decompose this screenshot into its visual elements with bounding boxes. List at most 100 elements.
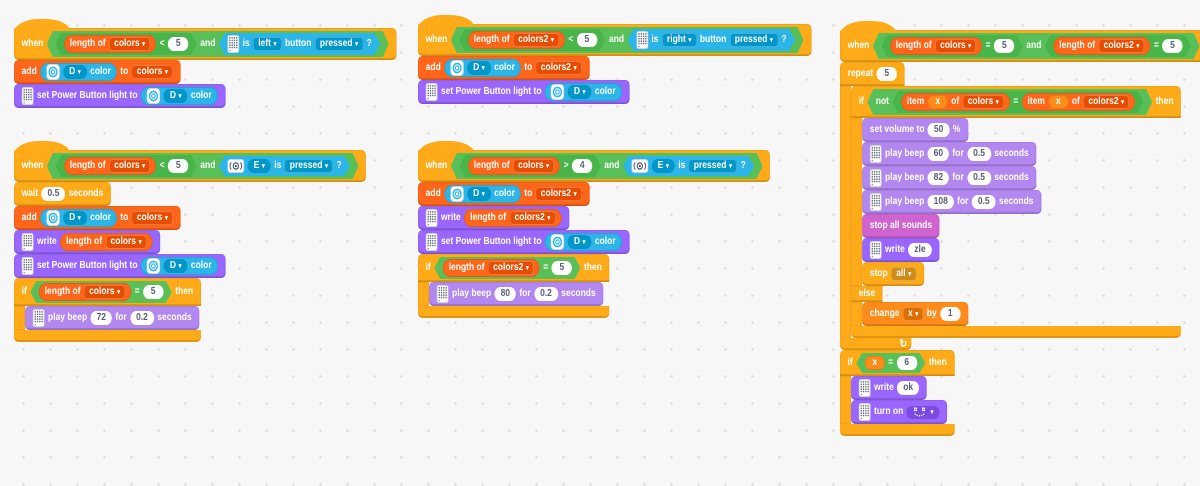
colors-dropdown[interactable]: colors▾ <box>131 211 173 225</box>
value-field[interactable]: 5 <box>577 33 597 47</box>
if-block-foot[interactable] <box>14 330 201 342</box>
D-dropdown[interactable]: D▾ <box>163 259 188 273</box>
value-field[interactable]: 0.5 <box>967 171 991 185</box>
colors2-dropdown[interactable]: colors2▾ <box>535 187 582 201</box>
value-field[interactable]: 5 <box>143 285 163 299</box>
colors2-dropdown[interactable]: colors2▾ <box>509 211 556 225</box>
value-field[interactable]: 108 <box>927 195 954 209</box>
value-field[interactable]: 1 <box>940 307 961 321</box>
selected-color-reporter[interactable]: D▾color <box>544 83 622 101</box>
right-dropdown[interactable]: right▾ <box>662 33 697 47</box>
value-field[interactable]: 80 <box>494 287 516 301</box>
value-field[interactable]: 0.2 <box>534 287 558 301</box>
colors-dropdown[interactable]: colors▾ <box>935 39 976 53</box>
value-field[interactable]: 60 <box>927 147 950 161</box>
if-block-foot[interactable] <box>418 306 610 318</box>
pressed-dropdown[interactable]: pressed▾ <box>315 37 363 51</box>
value-field[interactable]: 72 <box>90 311 112 325</box>
value-field[interactable]: 82 <box>927 171 950 185</box>
colors2-dropdown[interactable]: colors2▾ <box>513 33 559 47</box>
value-field[interactable]: 5 <box>876 67 897 81</box>
value-field[interactable]: 5 <box>994 39 1014 53</box>
all-dropdown[interactable]: all▾ <box>891 267 917 281</box>
value-field[interactable]: ok <box>897 381 920 395</box>
selected-color-reporter[interactable]: D▾color <box>140 257 218 275</box>
colors2-dropdown[interactable]: colors2▾ <box>535 61 582 75</box>
else-bar[interactable]: else <box>851 286 883 302</box>
value-field[interactable]: 6 <box>897 356 917 370</box>
variable-reporter[interactable]: x <box>865 356 885 370</box>
display-pattern-dropdown[interactable]: ▾ <box>906 405 940 419</box>
D-dropdown[interactable]: D▾ <box>567 235 592 249</box>
value-field[interactable]: 5 <box>168 37 188 51</box>
selected-color-reporter[interactable]: D▾color <box>444 59 521 77</box>
colors-dropdown[interactable]: colors▾ <box>109 159 150 173</box>
value-field[interactable]: 0.5 <box>967 147 991 161</box>
colors-dropdown[interactable]: colors▾ <box>105 235 147 249</box>
selected-color-reporter[interactable]: D▾color <box>40 209 117 227</box>
colors-dropdown[interactable]: colors▾ <box>109 37 150 51</box>
left-dropdown[interactable]: left▾ <box>253 37 281 51</box>
pressed-dropdown[interactable]: pressed▾ <box>689 159 737 173</box>
colors-dropdown[interactable]: colors▾ <box>84 285 125 299</box>
value-field[interactable]: 0.5 <box>41 187 66 201</box>
repeat-block-foot[interactable]: ↻ <box>840 338 912 350</box>
selected-color-reporter[interactable]: D▾color <box>444 185 521 203</box>
if-block-foot[interactable] <box>840 424 955 436</box>
variable-reporter[interactable]: x <box>928 95 948 109</box>
pressed-dropdown[interactable]: pressed▾ <box>730 33 778 47</box>
value-field[interactable]: 4 <box>572 159 592 173</box>
D-dropdown[interactable]: D▾ <box>63 211 87 225</box>
E-dropdown[interactable]: E▾ <box>652 159 675 173</box>
value-field[interactable]: zle <box>908 243 932 257</box>
